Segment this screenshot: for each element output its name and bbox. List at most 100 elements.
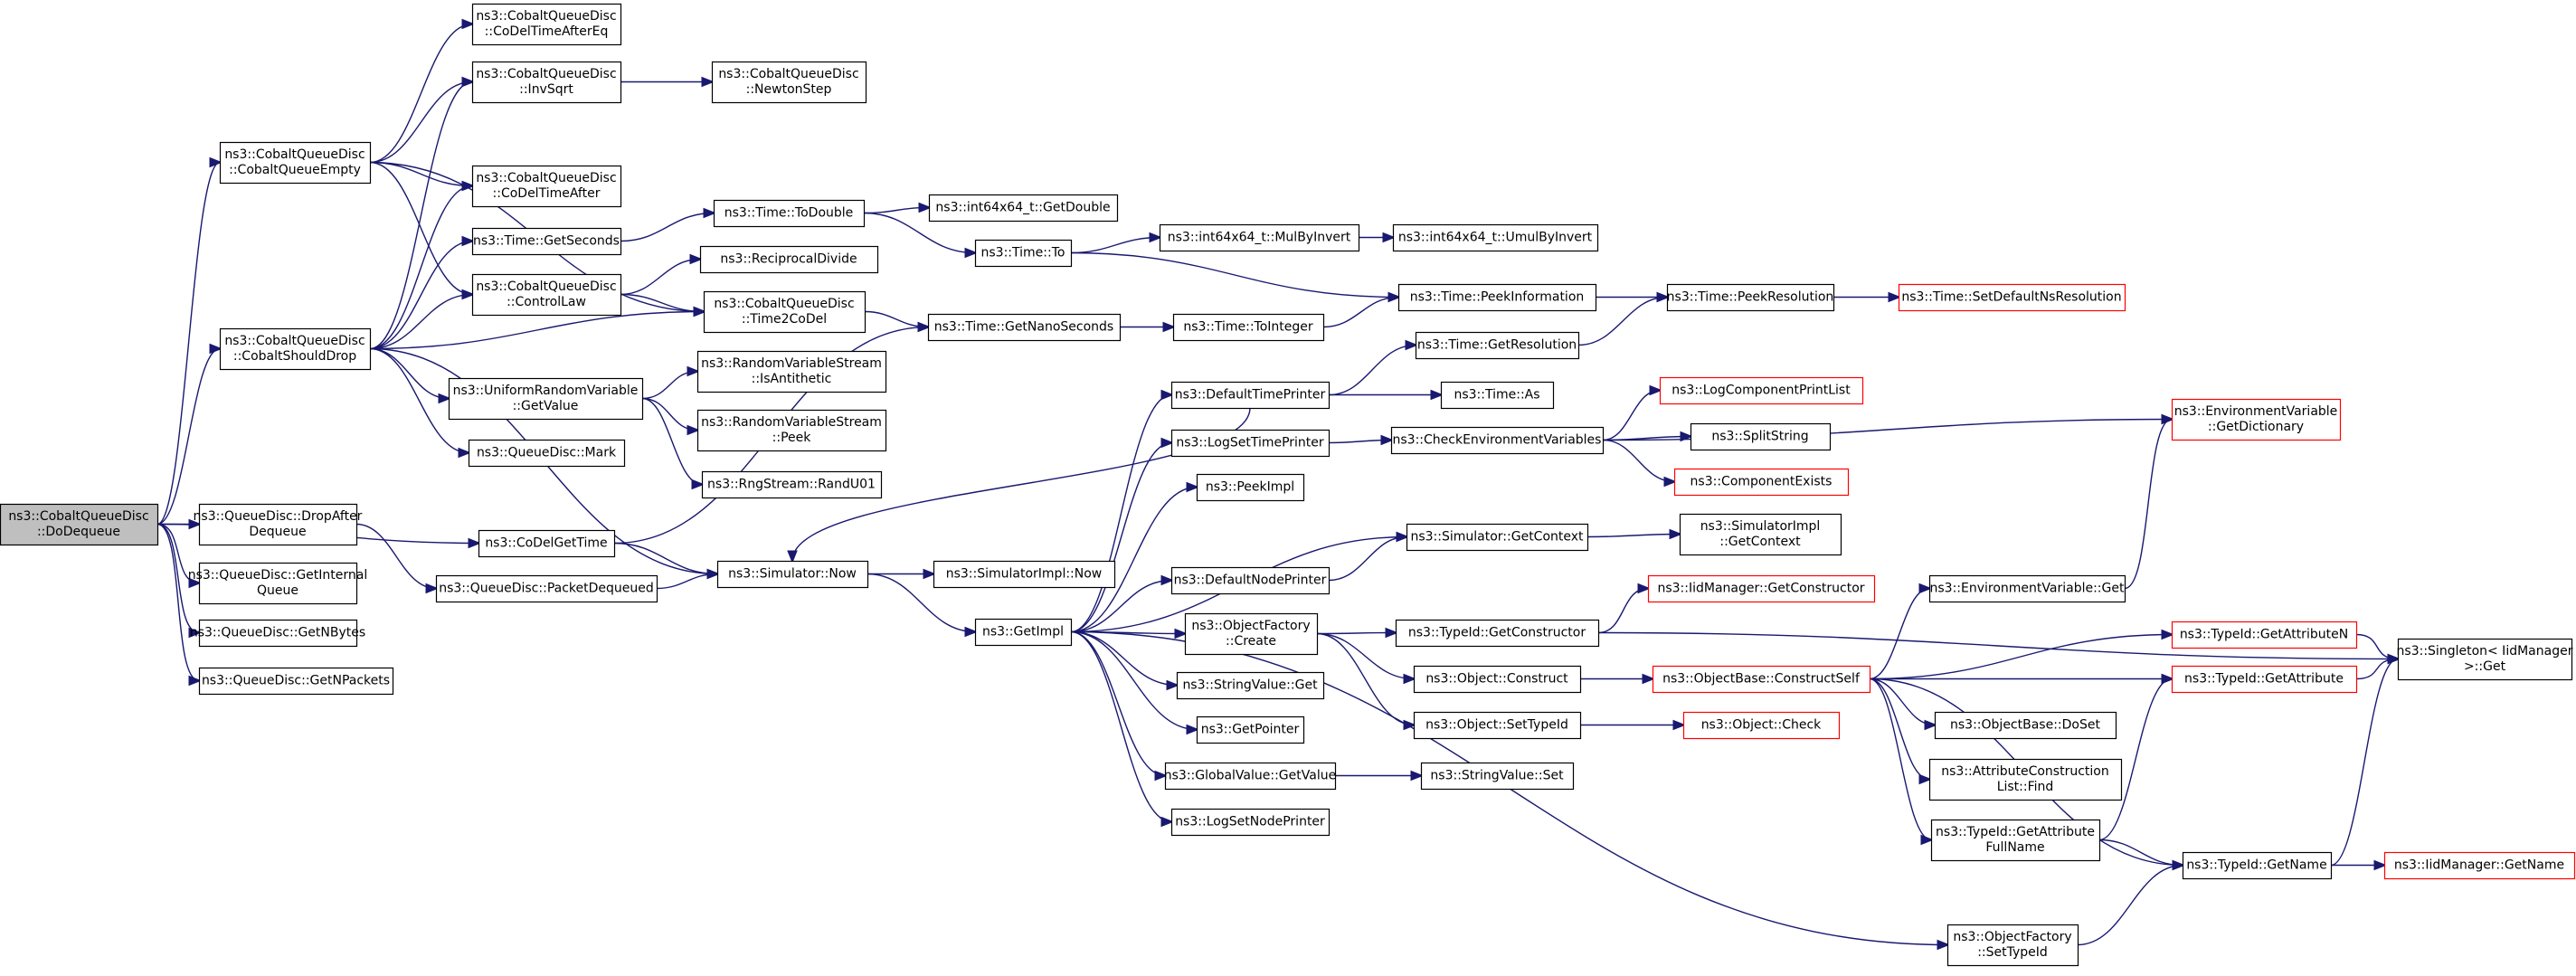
node-label: ns3::SimulatorImpl::Now: [946, 567, 1103, 582]
node-label: FullName: [1985, 840, 2044, 855]
node-label: ns3::QueueDisc::Mark: [477, 446, 617, 460]
node-typeidgetconstructor[interactable]: ns3::TypeId::GetConstructor: [1395, 619, 1600, 648]
edge-time2codel-to-getnanoseconds: [864, 310, 928, 327]
node-label: ns3::QueueDisc::GetInternal: [188, 568, 368, 583]
node-objectcheck[interactable]: ns3::Object::Check: [1682, 711, 1841, 740]
node-simimplgetcontext[interactable]: ns3::SimulatorImpl::GetContext: [1679, 513, 1842, 556]
node-label: ns3::AttributeConstruction: [1941, 764, 2108, 779]
node-uniformgetvalue[interactable]: ns3::UniformRandomVariable::GetValue: [448, 377, 644, 421]
node-newtonstep[interactable]: ns3::CobaltQueueDisc::NewtonStep: [711, 61, 867, 104]
node-label: ::GetDictionary: [2208, 420, 2304, 434]
node-todouble[interactable]: ns3::Time::ToDouble: [713, 199, 866, 228]
node-iidmgrgetname[interactable]: ns3::IidManager::GetName: [2383, 851, 2576, 880]
nodes: ns3::CobaltQueueDisc::DoDequeue ns3::Coba…: [0, 3, 2576, 967]
node-label: ::InvSqrt: [519, 82, 573, 97]
node-packetdequeued[interactable]: ns3::QueueDisc::PacketDequeued: [435, 574, 658, 603]
node-label: ns3::LogSetNodePrinter: [1175, 815, 1325, 829]
edge-dodequeue-to-getinternal: [156, 523, 199, 583]
node-objbaseconstructself[interactable]: ns3::ObjectBase::ConstructSelf: [1652, 665, 1871, 694]
node-objectsettypeid[interactable]: ns3::Object::SetTypeId: [1413, 711, 1582, 740]
node-label: ns3::int64x64_t::UmulByInvert: [1398, 231, 1593, 245]
node-label: ns3::GlobalValue::GetValue: [1164, 769, 1336, 783]
node-stringvalueset[interactable]: ns3::StringValue::Set: [1420, 762, 1575, 791]
node-cqempty[interactable]: ns3::CobaltQueueDisc::CobaltQueueEmpty: [219, 141, 372, 185]
node-invsqrt[interactable]: ns3::CobaltQueueDisc::InvSqrt: [471, 61, 622, 104]
node-componentexists[interactable]: ns3::ComponentExists: [1673, 468, 1850, 497]
node-simnow[interactable]: ns3::Simulator::Now: [716, 560, 869, 589]
node-getnpackets[interactable]: ns3::QueueDisc::GetNPackets: [198, 667, 394, 696]
node-peekinformation[interactable]: ns3::Time::PeekInformation: [1397, 283, 1597, 312]
node-timetointeger[interactable]: ns3::Time::ToInteger: [1172, 313, 1325, 342]
node-codelgettime[interactable]: ns3::CoDelGetTime: [478, 529, 616, 558]
node-singletonget[interactable]: ns3::Singleton< IidManager>::Get: [2397, 638, 2573, 681]
node-label: ns3::LogSetTimePrinter: [1176, 436, 1324, 450]
node-codeltimeafter[interactable]: ns3::CobaltQueueDisc::CoDelTimeAfter: [471, 165, 622, 208]
node-getpointer[interactable]: ns3::GetPointer: [1196, 715, 1305, 744]
node-setdefaultnsres[interactable]: ns3::Time::SetDefaultNsResolution: [1898, 283, 2126, 312]
node-label: ::CobaltQueueEmpty: [229, 163, 361, 177]
node-typeidgetattribute[interactable]: ns3::TypeId::GetAttribute: [2171, 665, 2358, 694]
node-getseconds[interactable]: ns3::Time::GetSeconds: [471, 227, 622, 256]
node-isantithetic[interactable]: ns3::RandomVariableStream::IsAntithetic: [696, 350, 887, 393]
node-typeidgetname[interactable]: ns3::TypeId::GetName: [2182, 851, 2333, 880]
edge-typeidgetattrfullname-to-typeidgetname: [2098, 839, 2183, 866]
node-objfactorycreate[interactable]: ns3::ObjectFactory::Create: [1184, 612, 1319, 656]
node-label: ns3::Time::GetResolution: [1417, 338, 1577, 353]
edge-getimpl-to-globalvalueget: [1070, 630, 1165, 776]
edge-getimpl-to-logsettimeprinter: [1070, 443, 1171, 633]
node-iidmgrgetconstructor[interactable]: ns3::IidManager::GetConstructor: [1647, 574, 1876, 603]
node-randu01[interactable]: ns3::RngStream::RandU01: [701, 470, 883, 499]
node-mark[interactable]: ns3::QueueDisc::Mark: [468, 439, 626, 468]
node-logsettimeprinter[interactable]: ns3::LogSetTimePrinter: [1170, 429, 1331, 458]
edge-cqshoulddrop-to-invsqrt: [369, 82, 472, 350]
node-stringvalueget[interactable]: ns3::StringValue::Get: [1176, 671, 1325, 700]
node-controllaw[interactable]: ns3::CobaltQueueDisc::ControlLaw: [471, 273, 622, 317]
node-getdouble[interactable]: ns3::int64x64_t::GetDouble: [928, 194, 1119, 223]
node-peekresolution[interactable]: ns3::Time::PeekResolution: [1667, 283, 1835, 312]
node-cqshoulddrop[interactable]: ns3::CobaltQueueDisc::CobaltShouldDrop: [219, 327, 372, 371]
node-mulbyinvert[interactable]: ns3::int64x64_t::MulByInvert: [1159, 223, 1360, 252]
node-checkenvvars[interactable]: ns3::CheckEnvironmentVariables: [1390, 426, 1605, 455]
node-peek[interactable]: ns3::RandomVariableStream::Peek: [696, 409, 887, 452]
node-umulbyinvert[interactable]: ns3::int64x64_t::UmulByInvert: [1392, 223, 1599, 252]
node-reciprocaldivide[interactable]: ns3::ReciprocalDivide: [699, 245, 879, 274]
node-objbasedoset[interactable]: ns3::ObjectBase::DoSet: [1934, 711, 2117, 740]
edge-timetointeger-to-peekinformation: [1322, 298, 1398, 328]
node-timeto[interactable]: ns3::Time::To: [974, 239, 1073, 268]
node-objfactorysettypeid[interactable]: ns3::ObjectFactory::SetTypeId: [1946, 924, 2079, 967]
edge-cqshoulddrop-to-uniformgetvalue: [369, 347, 449, 399]
node-codeltimeaftereq[interactable]: ns3::CobaltQueueDisc::CoDelTimeAfterEq: [471, 3, 622, 46]
node-envvarget[interactable]: ns3::EnvironmentVariable::Get: [1928, 574, 2126, 603]
node-globalvalueget[interactable]: ns3::GlobalValue::GetValue: [1164, 762, 1336, 791]
node-time2codel[interactable]: ns3::CobaltQueueDisc::Time2CoDel: [703, 290, 867, 334]
node-timeas[interactable]: ns3::Time::As: [1440, 381, 1555, 410]
node-dodequeue[interactable]: ns3::CobaltQueueDisc::DoDequeue: [0, 503, 159, 546]
node-getnanoseconds[interactable]: ns3::Time::GetNanoSeconds: [927, 313, 1122, 342]
edge-cqshoulddrop-to-codeltimeafter: [369, 186, 472, 350]
node-objectconstruct[interactable]: ns3::Object::Construct: [1413, 665, 1582, 694]
node-defaultnodeprinter[interactable]: ns3::DefaultNodePrinter: [1170, 566, 1331, 595]
node-label: ::CoDelTimeAfter: [493, 186, 601, 201]
node-envvargetdict[interactable]: ns3::EnvironmentVariable::GetDictionary: [2171, 398, 2342, 441]
node-label: ns3::GetImpl: [982, 625, 1064, 640]
node-simgetcontext[interactable]: ns3::Simulator::GetContext: [1406, 523, 1589, 552]
node-label: Queue: [257, 583, 298, 598]
node-label: ns3::ComponentExists: [1690, 475, 1833, 489]
node-logsetnodeprinter[interactable]: ns3::LogSetNodePrinter: [1170, 808, 1331, 837]
node-label: ns3::EnvironmentVariable: [2174, 404, 2338, 419]
node-typeidgetattributen[interactable]: ns3::TypeId::GetAttributeN: [2171, 621, 2358, 649]
node-label: ns3::Time::As: [1454, 388, 1539, 403]
node-peekimpl[interactable]: ns3::PeekImpl: [1196, 473, 1305, 502]
node-timegetresolution[interactable]: ns3::Time::GetResolution: [1415, 331, 1580, 360]
node-simimplnow[interactable]: ns3::SimulatorImpl::Now: [933, 560, 1116, 589]
node-logcomponentprintlist[interactable]: ns3::LogComponentPrintList: [1659, 376, 1864, 405]
edge-getimpl-to-peekimpl: [1070, 488, 1197, 633]
node-getnbytes[interactable]: ns3::QueueDisc::GetNBytes: [190, 619, 365, 648]
node-defaulttimeprinter[interactable]: ns3::DefaultTimePrinter: [1170, 381, 1331, 410]
node-getimpl[interactable]: ns3::GetImpl: [974, 618, 1073, 647]
node-splitstring[interactable]: ns3::SplitString: [1690, 422, 1832, 451]
